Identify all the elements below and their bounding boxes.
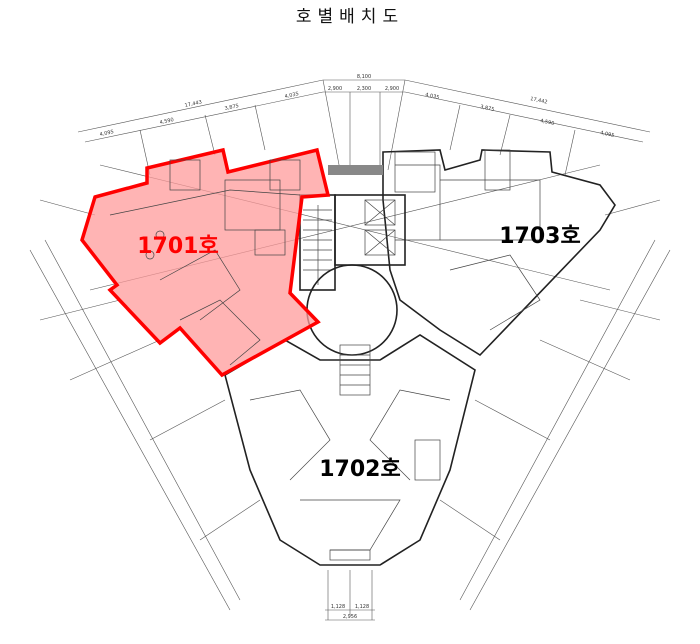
dim-bottom-total: 2,956 [343,614,357,620]
bottom-entrance [329,549,371,561]
dimension-lines [29,79,671,621]
dim-right-seg: 3,875 [480,104,495,113]
central-hall [306,264,398,356]
stair-core [299,194,336,291]
dim-top-mid: 2,300 [357,86,371,92]
page-title: 호별배치도 [295,7,405,27]
dim-right-seg: 4,095 [600,130,615,139]
corridor-roof [328,165,383,175]
dim-left-seg: 4,095 [99,129,114,138]
dim-top-total: 8,100 [357,74,371,80]
building-outline [224,149,616,566]
dim-bottom-seg: 1,128 [355,604,369,610]
dim-left-seg: 3,875 [224,103,239,112]
unit-label-1702: 1702호 [319,457,400,482]
stairs [303,205,332,285]
dim-right-seg: 4,035 [425,92,440,101]
dim-left-seg: 4,590 [159,117,174,126]
unit-label-1703: 1703호 [499,224,580,249]
dim-bottom-seg: 1,128 [331,604,345,610]
dim-right-total: 17,442 [530,96,548,106]
unit-label-1701: 1701호 [137,234,218,259]
unit-1701-area[interactable] [80,147,331,378]
elevator-core [334,194,406,266]
dim-left-total: 17,443 [184,99,202,109]
dim-top-left: 2,900 [328,86,342,92]
dim-left-seg: 4,035 [284,91,299,100]
dim-right-seg: 4,590 [540,118,555,127]
dimension-labels: 8,100 2,900 2,300 2,900 17,443 4,095 4,5… [99,74,615,620]
dim-top-right: 2,900 [385,86,399,92]
